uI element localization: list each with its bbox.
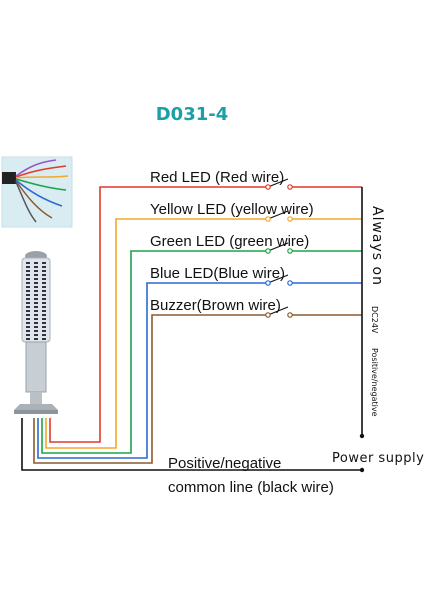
wire-brown bbox=[33, 314, 268, 464]
led-dot bbox=[26, 286, 30, 288]
led-dot bbox=[34, 266, 38, 268]
led-dot bbox=[34, 298, 38, 300]
led-dot bbox=[34, 310, 38, 312]
led-dot bbox=[42, 322, 46, 324]
led-dot bbox=[34, 302, 38, 304]
switch-contact-brown-2 bbox=[287, 312, 293, 318]
switch-contact-blue-2 bbox=[287, 280, 293, 286]
switch-contact-brown bbox=[265, 312, 271, 318]
led-dot bbox=[42, 330, 46, 332]
wire-red bbox=[49, 186, 268, 443]
diagram-title: D031-4 bbox=[156, 104, 229, 125]
led-dot bbox=[26, 326, 30, 328]
led-dot bbox=[42, 286, 46, 288]
led-dot bbox=[42, 318, 46, 320]
led-dot bbox=[42, 262, 46, 264]
led-dot bbox=[34, 290, 38, 292]
led-dot bbox=[34, 262, 38, 264]
led-dot bbox=[34, 306, 38, 308]
led-dot bbox=[34, 334, 38, 336]
positive-negative-label: Positive/negative bbox=[370, 348, 379, 417]
switch-yellow bbox=[267, 210, 289, 220]
led-dot bbox=[34, 318, 38, 320]
led-dot bbox=[26, 302, 30, 304]
led-dot bbox=[34, 322, 38, 324]
led-dot bbox=[26, 310, 30, 312]
led-dot bbox=[26, 262, 30, 264]
switch-blue bbox=[267, 274, 289, 284]
led-dot bbox=[26, 266, 30, 268]
led-dot bbox=[26, 334, 30, 336]
switch-red bbox=[267, 178, 289, 188]
led-dot bbox=[26, 290, 30, 292]
bus-terminal-bottom bbox=[359, 467, 365, 473]
led-dot bbox=[26, 298, 30, 300]
led-dot bbox=[42, 294, 46, 296]
wire-black-common bbox=[21, 418, 362, 471]
switch-contact-red-2 bbox=[287, 184, 293, 190]
signal-tower-light bbox=[14, 251, 58, 414]
led-dot bbox=[26, 338, 30, 340]
led-dot bbox=[26, 294, 30, 296]
led-dot bbox=[34, 286, 38, 288]
switch-contact-green bbox=[265, 248, 271, 254]
led-dot bbox=[42, 274, 46, 276]
led-dot bbox=[42, 290, 46, 292]
bus-terminal-top bbox=[359, 433, 365, 439]
switch-contact-blue bbox=[265, 280, 271, 286]
switch-green bbox=[267, 242, 289, 252]
led-dot bbox=[34, 270, 38, 272]
led-dot bbox=[42, 326, 46, 328]
led-dot bbox=[26, 330, 30, 332]
common-line-label-2: common line (black wire) bbox=[168, 479, 334, 496]
switch-contact-yellow-2 bbox=[287, 216, 293, 222]
led-dot bbox=[42, 278, 46, 280]
switch-contact-red bbox=[265, 184, 271, 190]
led-dot bbox=[42, 306, 46, 308]
led-dot bbox=[26, 306, 30, 308]
led-dot bbox=[42, 282, 46, 284]
wire-bundle-photo bbox=[1, 156, 73, 228]
led-dot bbox=[34, 330, 38, 332]
led-dot bbox=[34, 326, 38, 328]
led-dot bbox=[34, 274, 38, 276]
label-green-led: Green LED (green wire) bbox=[150, 233, 309, 250]
dc24v-label: DC24V bbox=[370, 306, 379, 334]
led-dot bbox=[26, 278, 30, 280]
switch-brown bbox=[267, 306, 289, 316]
led-dot bbox=[42, 266, 46, 268]
led-dot bbox=[42, 302, 46, 304]
led-dot bbox=[34, 294, 38, 296]
label-red-led: Red LED (Red wire) bbox=[150, 169, 284, 186]
wire-blue bbox=[37, 282, 268, 459]
led-dot bbox=[34, 314, 38, 316]
wire-set bbox=[21, 178, 365, 473]
led-dot bbox=[42, 314, 46, 316]
led-dot bbox=[26, 318, 30, 320]
led-dot bbox=[26, 282, 30, 284]
always-on-label: Always on bbox=[369, 206, 385, 286]
led-dot bbox=[42, 334, 46, 336]
label-blue-led: Blue LED(Blue wire) bbox=[150, 265, 285, 282]
led-dot bbox=[34, 338, 38, 340]
label-buzzer: Buzzer(Brown wire) bbox=[150, 297, 281, 314]
led-dot bbox=[34, 278, 38, 280]
led-dot bbox=[42, 270, 46, 272]
power-supply-label: Power supply bbox=[332, 451, 424, 466]
led-dot bbox=[26, 314, 30, 316]
led-dot bbox=[42, 298, 46, 300]
led-dot bbox=[26, 274, 30, 276]
led-dot bbox=[26, 322, 30, 324]
led-dot bbox=[26, 270, 30, 272]
wire-green bbox=[41, 250, 268, 454]
switch-contact-green-2 bbox=[287, 248, 293, 254]
switch-contact-yellow bbox=[265, 216, 271, 222]
label-yellow-led: Yellow LED (yellow wire) bbox=[150, 201, 314, 218]
led-dot bbox=[34, 282, 38, 284]
common-line-label-1: Positive/negative bbox=[168, 455, 281, 472]
wire-yellow bbox=[45, 218, 268, 449]
led-dot bbox=[42, 338, 46, 340]
led-dot bbox=[42, 310, 46, 312]
